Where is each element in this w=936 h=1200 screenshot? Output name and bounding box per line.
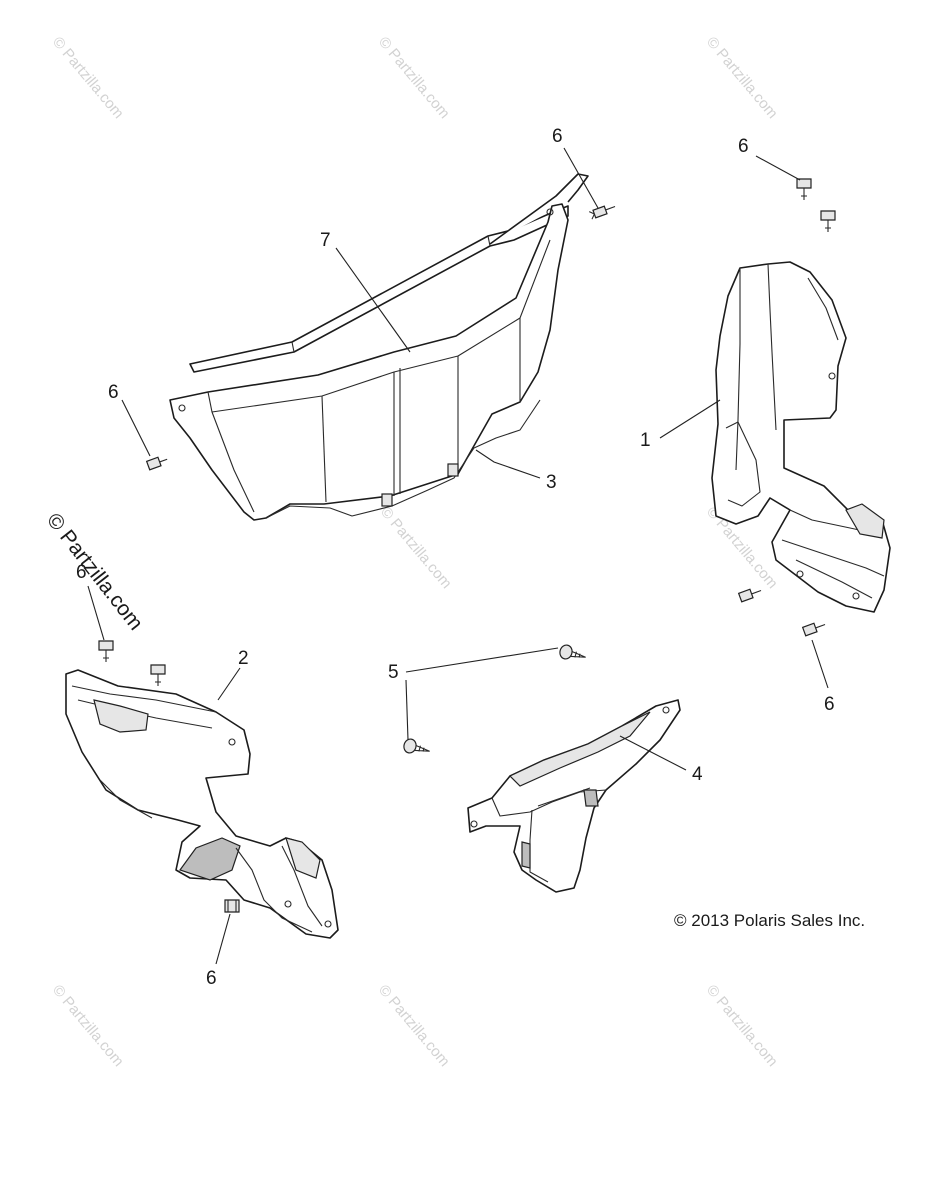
clip-6-left [145,456,168,471]
callout-6-bottom-left: 6 [206,968,217,989]
watermark-8: © Partzilla.com [703,982,781,1070]
clip-6-left-panel-a [98,640,114,662]
callouts: 7 6 6 6 1 3 6 2 5 6 4 6 [76,126,835,989]
callout-4: 4 [692,764,703,785]
callout-3: 3 [546,472,557,493]
callout-2: 2 [238,648,249,669]
part-3-front-panel [169,203,569,521]
part-4-center-bracket [467,699,681,893]
part-1-right-panel [711,261,891,613]
callout-6-left-panel: 6 [76,562,87,583]
copyright-notice: © 2013 Polaris Sales Inc. [674,911,865,930]
screw-5-a [559,644,586,660]
screw-5-b [403,738,430,754]
watermark-4: © Partzilla.com [377,504,455,592]
callout-1: 1 [640,430,651,451]
part-7-rail [189,173,589,373]
watermark-6: © Partzilla.com [49,982,127,1070]
clip-6-bottom-right-b [801,622,826,637]
callout-7: 7 [320,230,331,251]
watermark-2: © Partzilla.com [375,34,453,122]
callout-6-bottom-right: 6 [824,694,835,715]
part-2-left-panel [65,669,339,939]
watermark-3: © Partzilla.com [703,34,781,122]
clip-6-bottom-right-a [737,588,762,603]
clip-6-left-panel-b [150,664,166,686]
callout-5: 5 [388,662,399,683]
callout-6-top-middle: 6 [552,126,563,147]
callout-6-top-right: 6 [738,136,749,157]
callout-6-left: 6 [108,382,119,403]
watermarks: © Partzilla.com © Partzilla.com © Partzi… [49,34,781,1070]
watermark-1: © Partzilla.com [49,34,127,122]
clip-6-bottom-left [224,899,240,913]
watermark-7: © Partzilla.com [375,982,453,1070]
watermark-prominent: © Partzilla.com [42,509,147,635]
clip-6-top-right-b [820,210,836,232]
leader-lines [87,147,829,965]
clip-6-top [589,205,616,220]
fasteners [98,178,836,913]
clip-6-top-right-a [796,178,812,200]
